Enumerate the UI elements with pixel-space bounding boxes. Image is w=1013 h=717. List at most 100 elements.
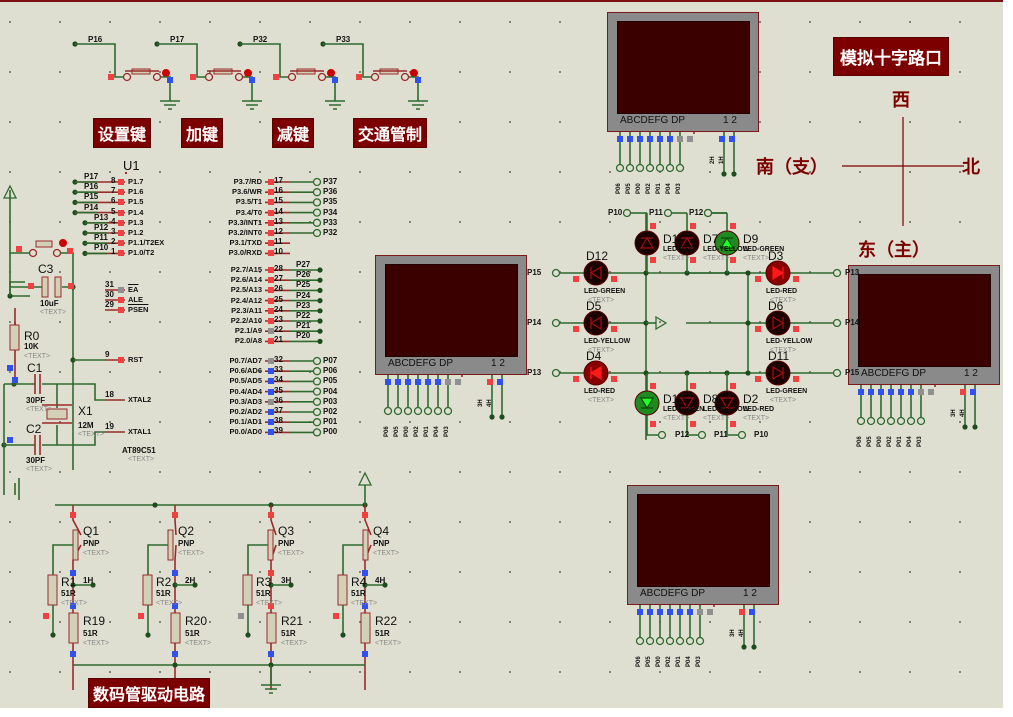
button-actuator-icon[interactable] xyxy=(162,69,170,77)
x1-ref: X1 xyxy=(78,404,93,418)
terminal[interactable] xyxy=(312,397,322,406)
pin-marker xyxy=(793,326,799,332)
terminal[interactable] xyxy=(645,163,655,173)
terminal[interactable] xyxy=(635,636,645,646)
terminal[interactable] xyxy=(551,318,561,328)
junction-dot xyxy=(245,632,251,638)
terminal[interactable] xyxy=(655,163,665,173)
terminal[interactable] xyxy=(675,636,685,646)
button-actuator-icon[interactable] xyxy=(59,239,67,247)
wire xyxy=(75,43,123,78)
terminal[interactable] xyxy=(697,430,707,440)
terminal[interactable] xyxy=(635,163,645,173)
terminal[interactable] xyxy=(393,406,403,416)
capacitor xyxy=(54,276,62,298)
terminal[interactable] xyxy=(916,416,926,426)
terminal[interactable] xyxy=(443,406,453,416)
terminal[interactable] xyxy=(312,377,322,386)
pin-marker xyxy=(650,223,656,229)
wire xyxy=(323,43,371,78)
net-label: P27 xyxy=(296,260,311,269)
terminal[interactable] xyxy=(876,416,886,426)
wire xyxy=(4,383,105,401)
net-label: P11 xyxy=(714,430,728,439)
display-pin-caption: ABCDEFG DP xyxy=(640,588,706,599)
terminal[interactable] xyxy=(312,387,322,396)
pin-marker xyxy=(172,570,178,576)
transistor-type: PNP xyxy=(278,539,295,548)
terminal[interactable] xyxy=(433,406,443,416)
mcu-pin-name: P3.5/T1 xyxy=(235,197,262,207)
terminal[interactable] xyxy=(675,163,685,173)
terminal[interactable] xyxy=(312,188,322,197)
led-type: LED-RED xyxy=(663,246,695,253)
button-actuator-icon[interactable] xyxy=(410,69,418,77)
terminal[interactable] xyxy=(312,356,322,366)
terminal[interactable] xyxy=(655,636,665,646)
terminal[interactable] xyxy=(665,636,675,646)
terminal[interactable] xyxy=(312,208,322,217)
net-label: P35 xyxy=(323,197,338,207)
terminal[interactable] xyxy=(312,418,322,427)
mcu-pin-name: P2.4/A12 xyxy=(230,295,262,305)
led-text: <TEXT> xyxy=(663,415,690,422)
mcu-pin-num: 5 xyxy=(111,206,116,216)
led-d7[interactable] xyxy=(674,230,700,256)
led-d6[interactable] xyxy=(765,310,791,336)
reset-button[interactable] xyxy=(35,240,53,248)
base-resistor-ref: R3 xyxy=(256,575,272,589)
pin-marker xyxy=(650,383,656,389)
pin-marker xyxy=(268,429,274,436)
terminal[interactable] xyxy=(615,163,625,173)
led-d12[interactable] xyxy=(583,260,609,286)
terminal[interactable] xyxy=(413,406,423,416)
terminal[interactable] xyxy=(622,208,632,218)
led-d11[interactable] xyxy=(765,360,791,386)
transistor-body xyxy=(72,529,79,561)
terminal[interactable] xyxy=(645,636,655,646)
terminal[interactable] xyxy=(312,218,322,227)
terminal[interactable] xyxy=(685,636,695,646)
terminal[interactable] xyxy=(896,416,906,426)
mcu-chip[interactable] xyxy=(125,172,127,174)
terminal[interactable] xyxy=(657,430,667,440)
terminal[interactable] xyxy=(551,268,561,278)
terminal[interactable] xyxy=(665,163,675,173)
terminal[interactable] xyxy=(832,368,842,378)
terminal[interactable] xyxy=(832,268,842,278)
led-d1[interactable] xyxy=(634,230,660,256)
terminal[interactable] xyxy=(856,416,866,426)
terminal[interactable] xyxy=(703,208,713,218)
terminal[interactable] xyxy=(423,406,433,416)
terminal[interactable] xyxy=(312,367,322,376)
terminal[interactable] xyxy=(832,318,842,328)
pin-marker xyxy=(138,613,144,619)
terminal[interactable] xyxy=(403,406,413,416)
terminal[interactable] xyxy=(551,368,561,378)
terminal[interactable] xyxy=(312,407,322,417)
c2-value: 30PF xyxy=(26,456,46,465)
led-d8[interactable] xyxy=(674,390,700,416)
segment-net-label: P01 xyxy=(676,656,682,667)
led-d2[interactable] xyxy=(714,390,740,416)
terminal[interactable] xyxy=(737,430,747,440)
led-d5[interactable] xyxy=(583,310,609,336)
mcu-pin-num: 28 xyxy=(274,264,283,273)
terminal[interactable] xyxy=(312,228,322,238)
terminal[interactable] xyxy=(312,428,322,437)
terminal[interactable] xyxy=(866,416,876,426)
terminal[interactable] xyxy=(625,163,635,173)
terminal[interactable] xyxy=(383,406,393,416)
terminal[interactable] xyxy=(663,208,673,218)
button-actuator-icon[interactable] xyxy=(327,69,335,77)
button-actuator-icon[interactable] xyxy=(244,69,252,77)
terminal[interactable] xyxy=(695,636,705,646)
terminal[interactable] xyxy=(906,416,916,426)
terminal[interactable] xyxy=(886,416,896,426)
terminal[interactable] xyxy=(312,198,322,207)
terminal[interactable] xyxy=(312,177,322,187)
